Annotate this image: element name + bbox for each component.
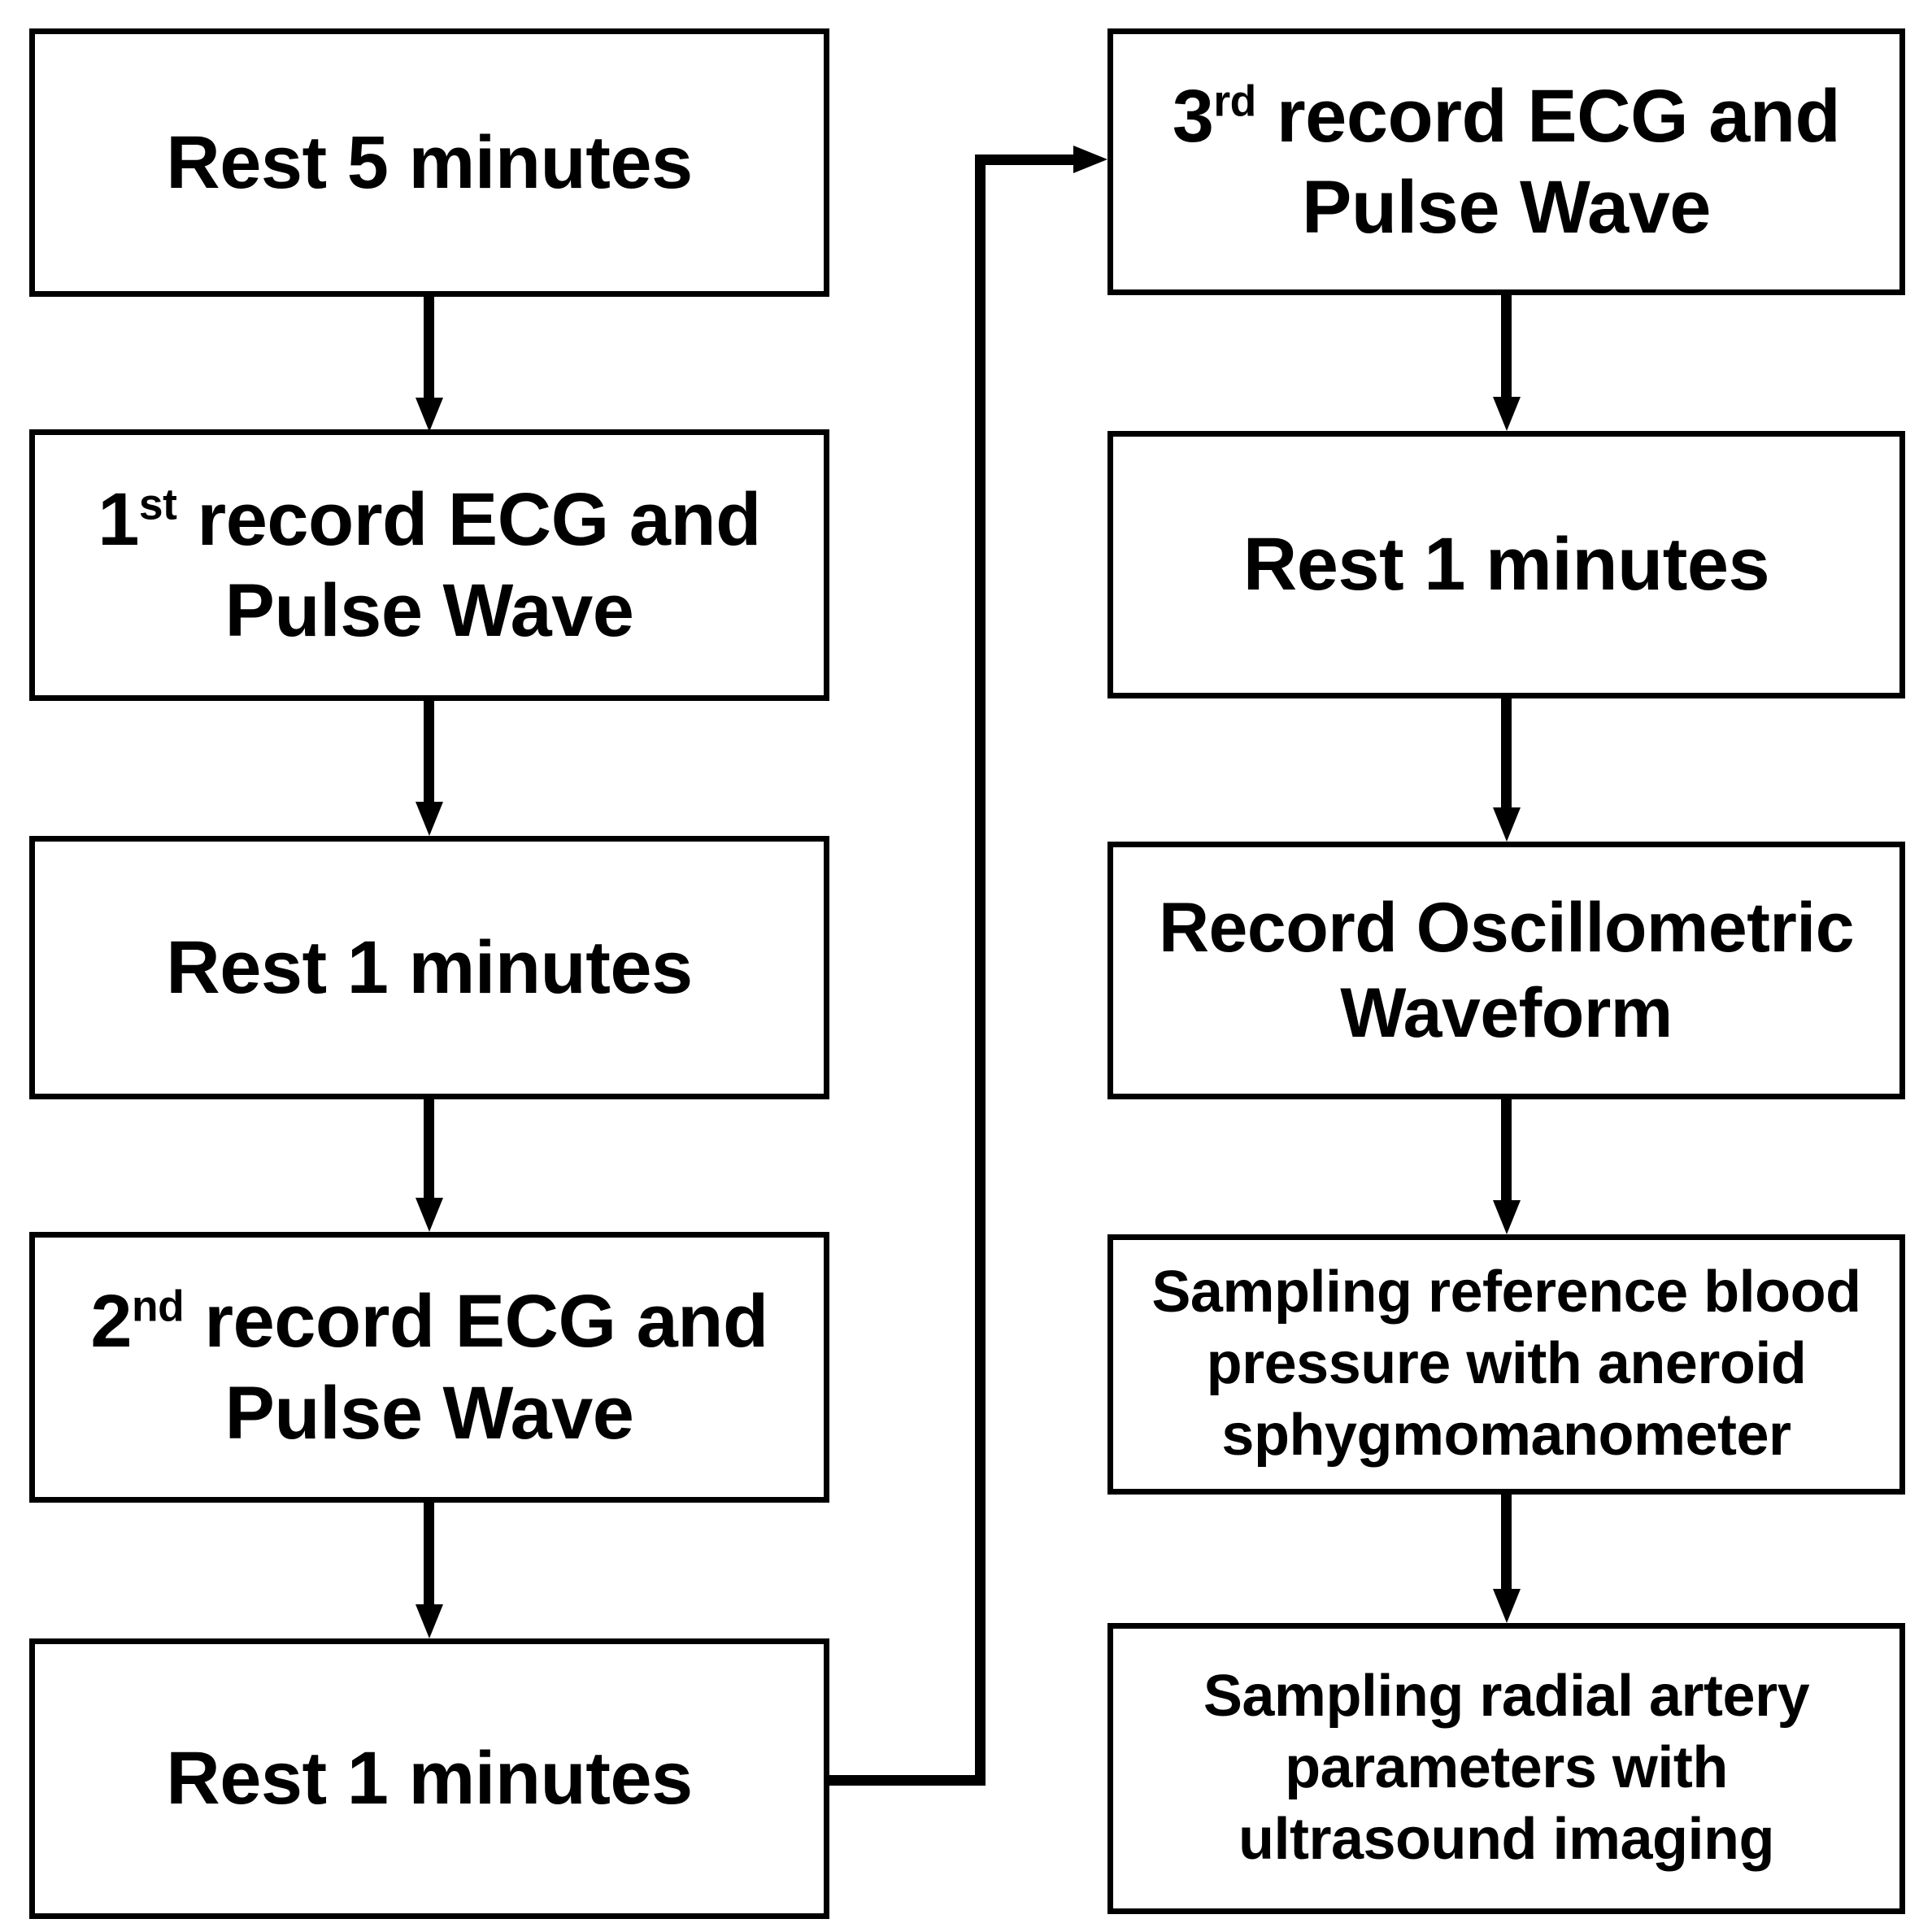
node-label-rest: record ECG and Pulse Wave [176,477,761,652]
node-record-oscillometric-waveform[interactable]: Record Oscillometric Waveform [1107,842,1905,1099]
node-first-record-ecg-pulse-wave[interactable]: 1st record ECG and Pulse Wave [29,429,829,701]
ordinal-suffix: st [138,481,177,529]
connector-rest1b-to-record3-segment-bottom [829,1775,986,1786]
node-rest-5-minutes[interactable]: Rest 5 minutes [29,28,829,297]
node-label: Rest 1 minutes [166,925,693,1009]
node-label: Rest 1 minutes [166,1737,693,1821]
connector-record2-to-rest1b-line [424,1503,434,1607]
connector-record3-to-rest1c-arrowhead [1493,397,1521,431]
connector-record3-to-rest1c-line [1501,295,1512,400]
node-label: 3rd record ECG and Pulse Wave [1134,71,1878,253]
node-label: Rest 1 minutes [1242,523,1770,607]
node-label: Record Oscillometric Waveform [1158,888,1855,1052]
ordinal-suffix: rd [1213,77,1256,126]
node-third-record-ecg-pulse-wave[interactable]: 3rd record ECG and Pulse Wave [1107,28,1905,295]
connector-record1-to-rest1a-arrowhead [416,802,443,836]
connector-oscillometric-to-refbp-line [1501,1099,1512,1200]
connector-rest1a-to-record2-line [424,1099,434,1200]
ordinal-number: 1 [98,477,139,561]
node-label-rest: record ECG and Pulse Wave [1255,74,1841,249]
node-label: Sampling radial artery parameters with u… [1203,1664,1810,1872]
connector-rest1a-to-record2-arrowhead [416,1198,443,1232]
ordinal-number: 3 [1172,74,1214,158]
connector-record1-to-rest1a-line [424,701,434,805]
node-label: Rest 5 minutes [166,120,693,204]
connector-oscillometric-to-refbp-arrowhead [1493,1200,1521,1234]
connector-rest1c-to-oscillometric-arrowhead [1493,807,1521,842]
node-sampling-reference-blood-pressure[interactable]: Sampling reference blood pressure with a… [1107,1234,1905,1495]
connector-record2-to-rest1b-arrowhead [416,1604,443,1638]
connector-rest1b-to-record3-segment-vertical [975,154,986,1781]
node-rest-1-minutes-b[interactable]: Rest 1 minutes [29,1638,829,1919]
node-label: Sampling reference blood pressure with a… [1151,1260,1861,1468]
connector-rest5-to-record1-line [424,297,434,401]
node-second-record-ecg-pulse-wave[interactable]: 2nd record ECG and Pulse Wave [29,1232,829,1503]
node-rest-1-minutes-c[interactable]: Rest 1 minutes [1107,431,1905,698]
connector-refbp-to-radial-arrowhead [1493,1589,1521,1623]
ordinal-number: 2 [90,1280,133,1364]
node-label: 2nd record ECG and Pulse Wave [56,1276,803,1458]
node-rest-1-minutes-a[interactable]: Rest 1 minutes [29,836,829,1099]
node-label-rest: record ECG and Pulse Wave [184,1280,768,1455]
ordinal-suffix: nd [132,1282,185,1331]
connector-refbp-to-radial-line [1501,1495,1512,1589]
connector-rest1c-to-oscillometric-line [1501,698,1512,807]
connector-rest1b-to-record3-segment-top [975,154,1077,165]
connector-rest1b-to-record3-arrowhead [1073,146,1107,173]
node-label: 1st record ECG and Pulse Wave [56,474,803,656]
connector-rest5-to-record1-arrowhead [416,398,443,432]
node-sampling-radial-artery-parameters[interactable]: Sampling radial artery parameters with u… [1107,1623,1905,1914]
